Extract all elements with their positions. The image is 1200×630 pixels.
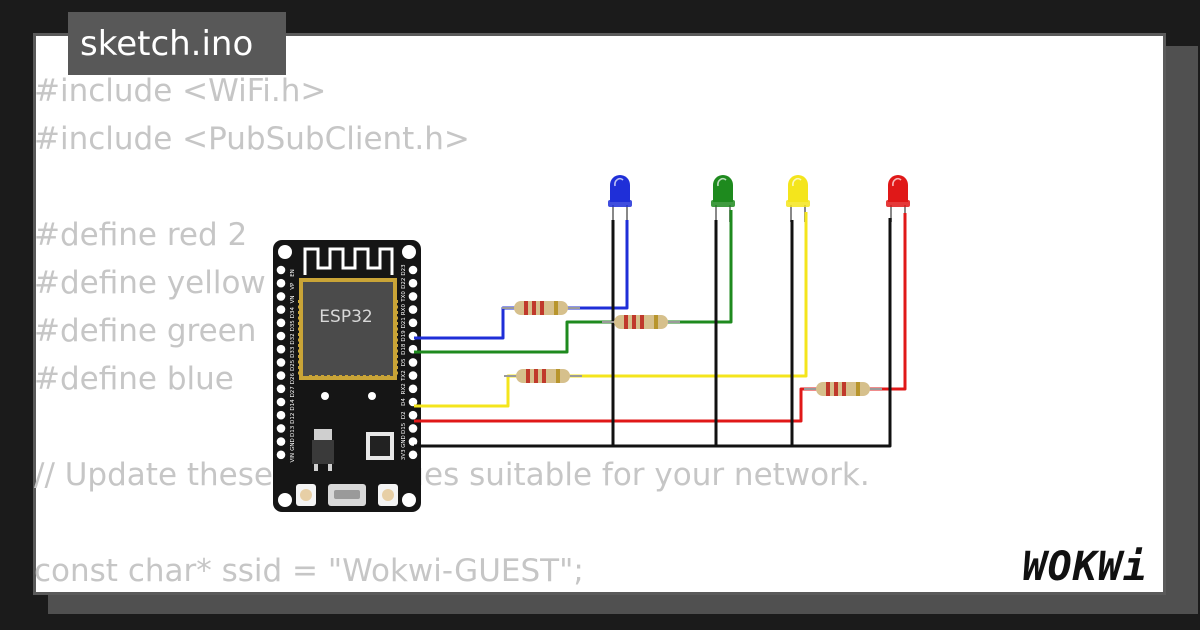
pin-hole[interactable] [408, 397, 418, 407]
led-blue[interactable] [608, 175, 632, 222]
pin-hole[interactable] [276, 318, 286, 328]
reset-button[interactable] [378, 484, 398, 506]
pin-label: D21 [401, 317, 407, 328]
resistor[interactable] [502, 301, 580, 315]
resistor[interactable] [504, 369, 582, 383]
pin-hole[interactable] [408, 424, 418, 433]
boot-button[interactable] [296, 484, 316, 506]
chip-label: ESP32 [319, 307, 372, 327]
left-pin-header [276, 265, 286, 460]
file-tab[interactable]: sketch.ino [68, 12, 286, 75]
pin-label: D32 [290, 333, 296, 344]
pin-label: 3V3 [401, 449, 407, 460]
pin-hole[interactable] [276, 344, 286, 354]
pin-hole[interactable] [276, 292, 286, 301]
wokwi-logo: WOKWi [1022, 544, 1148, 590]
pin-hole[interactable] [276, 410, 286, 420]
code-line: #include <PubSubClient.h> [34, 121, 470, 157]
wire-blue[interactable] [414, 220, 629, 340]
pin-label: D5 [401, 358, 407, 366]
pin-hole[interactable] [276, 278, 286, 288]
pin-label: D12 [290, 413, 296, 424]
pin-label: D25 [290, 359, 296, 371]
right-pin-labels: D23D22TX0RX0D21D19D18D5TX2RX2D4D2D15GND3… [401, 264, 407, 460]
pin-label: D15 [401, 422, 407, 434]
chip-module [298, 278, 398, 380]
pin-label: RX0 [401, 304, 407, 316]
pin-label: GND [401, 435, 407, 448]
resistor-group [502, 301, 882, 396]
code-line: const char* ssid = "Wokwi-GUEST"; [34, 553, 584, 589]
pin-hole[interactable] [408, 265, 418, 275]
code-line: #define blue [34, 361, 234, 397]
pin-hole[interactable] [276, 358, 286, 367]
pin-hole[interactable] [408, 318, 418, 328]
resistor[interactable] [804, 382, 882, 396]
preview-card [33, 33, 1166, 595]
pin-label: VIN [290, 453, 296, 463]
pin-hole[interactable] [276, 424, 286, 433]
resistor[interactable] [602, 315, 680, 329]
code-line: #define red 2 [34, 217, 248, 253]
esp32-board[interactable]: ESP32 ENVPVND34D35D32D33D25D26D27D14D12D… [273, 240, 421, 512]
pin-label: TX2 [401, 370, 407, 382]
pin-hole[interactable] [408, 437, 418, 446]
code-line: #define green [34, 313, 257, 349]
pin-label: D2 [401, 411, 407, 419]
pin-hole[interactable] [276, 305, 286, 314]
pin-label: EN [290, 269, 296, 277]
wire-ground[interactable] [414, 218, 892, 448]
pin-label: VP [290, 282, 296, 290]
pin-label: D34 [290, 306, 296, 318]
pin-hole[interactable] [408, 292, 418, 301]
code-line: #include <WiFi.h> [34, 73, 327, 109]
pin-label: GND [290, 438, 296, 451]
pin-label: D33 [290, 346, 296, 358]
right-pin-header [408, 265, 418, 460]
pin-hole[interactable] [408, 371, 418, 380]
pin-label: VN [290, 295, 296, 303]
pin-hole[interactable] [276, 437, 286, 446]
pin-label: D18 [401, 343, 407, 355]
pin-hole[interactable] [408, 305, 418, 314]
wire-green[interactable] [414, 210, 733, 354]
led-green[interactable] [711, 175, 735, 222]
pin-hole[interactable] [276, 397, 286, 407]
pin-label: RX2 [401, 383, 407, 394]
pin-label: D26 [290, 372, 296, 384]
pin-hole[interactable] [408, 410, 418, 420]
pin-hole[interactable] [276, 384, 286, 394]
pin-hole[interactable] [408, 384, 418, 394]
pin-hole[interactable] [276, 331, 286, 341]
pin-hole[interactable] [408, 278, 418, 288]
pin-label: D13 [290, 425, 296, 437]
pin-hole[interactable] [276, 371, 286, 380]
code-line: #define yellow [34, 265, 266, 301]
pin-label: TX0 [401, 291, 407, 303]
pin-hole[interactable] [276, 450, 286, 460]
pin-label: D27 [290, 386, 296, 398]
led-group [608, 175, 910, 222]
pin-hole[interactable] [276, 265, 286, 275]
usb-chip [366, 432, 394, 460]
pin-label: D35 [290, 320, 296, 332]
pin-label: D19 [401, 330, 407, 342]
pin-label: D23 [401, 264, 407, 276]
code-background: #include <WiFi.h> #include <PubSubClient.… [34, 67, 870, 595]
pin-label: D14 [290, 399, 296, 411]
pin-label: D22 [401, 278, 407, 289]
voltage-regulator [312, 429, 334, 471]
pin-label: D4 [401, 398, 407, 406]
pin-hole[interactable] [408, 358, 418, 367]
pin-hole[interactable] [408, 450, 418, 460]
